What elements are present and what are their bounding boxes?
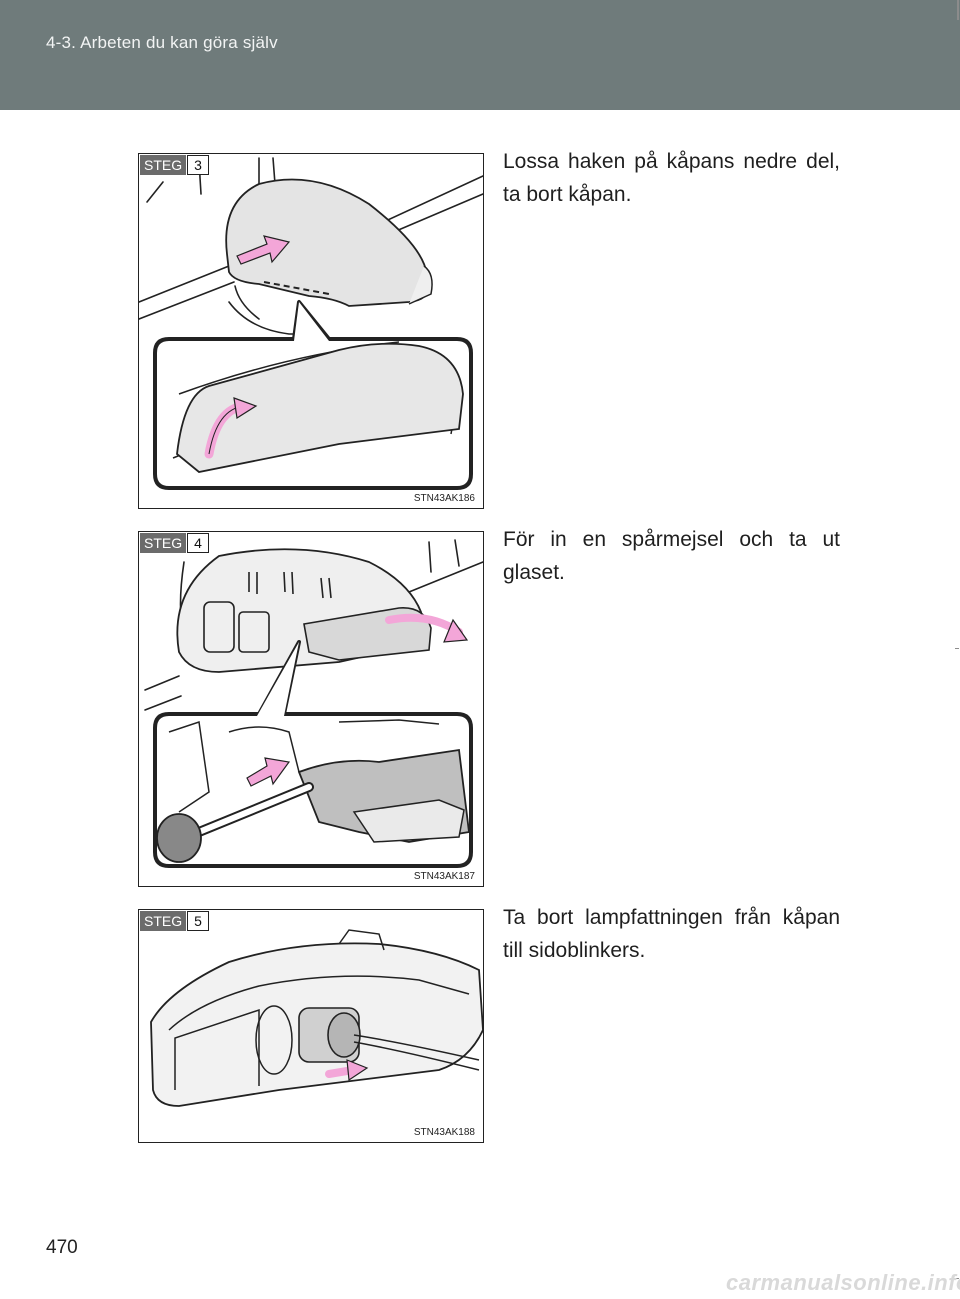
crop-mark — [955, 1278, 959, 1279]
mirror-cover-drawing — [139, 157, 483, 490]
bulb-socket-icon — [327, 1012, 361, 1058]
step-5-instruction: Ta bort lampfattningen från kåpan till s… — [503, 906, 840, 962]
figure-code: STN43AK186 — [413, 493, 475, 504]
step-badge: STEG 4 — [140, 533, 209, 553]
step-4-illustration: STEG 4 — [138, 531, 484, 887]
step-number: 5 — [187, 911, 209, 931]
figure-code: STN43AK188 — [413, 1127, 475, 1138]
insert-arrow-icon — [246, 757, 291, 787]
step-badge: STEG 3 — [140, 155, 209, 175]
mirror-cover-closeup — [176, 342, 464, 473]
mirror-cover-shape — [225, 178, 432, 307]
step-badge: STEG 5 — [140, 911, 209, 931]
step-5-illustration: STEG 5 STN43AK188 — [138, 909, 484, 1143]
step-4-instruction: För in en spårmejsel och ta ut glaset. — [503, 528, 840, 584]
bulb-socket-drawing — [150, 929, 483, 1107]
step-label: STEG — [140, 155, 187, 175]
remove-arrow-icon — [346, 1059, 369, 1082]
step-label: STEG — [140, 533, 187, 553]
step-number: 3 — [187, 155, 209, 175]
pull-arrow-icon — [236, 235, 291, 265]
section-header: 4-3. Arbeten du kan göra själv — [0, 0, 960, 110]
crop-mark — [955, 648, 959, 649]
curved-arrow-icon — [233, 397, 258, 419]
step-3-instruction: Lossa haken på kåpans nedre del, ta bort… — [503, 150, 840, 206]
page-number: 470 — [46, 1237, 78, 1258]
step-3-illustration: STEG 3 — [138, 153, 484, 509]
step-number: 4 — [187, 533, 209, 553]
watermark-link[interactable]: carmanualsonline.info — [726, 1270, 960, 1295]
section-title: 4-3. Arbeten du kan göra själv — [46, 33, 278, 52]
figure-code: STN43AK187 — [413, 871, 475, 882]
crop-mark — [957, 0, 959, 20]
screwdriver-drawing — [144, 539, 483, 868]
step-label: STEG — [140, 911, 187, 931]
pull-out-arrow-icon — [443, 618, 469, 643]
